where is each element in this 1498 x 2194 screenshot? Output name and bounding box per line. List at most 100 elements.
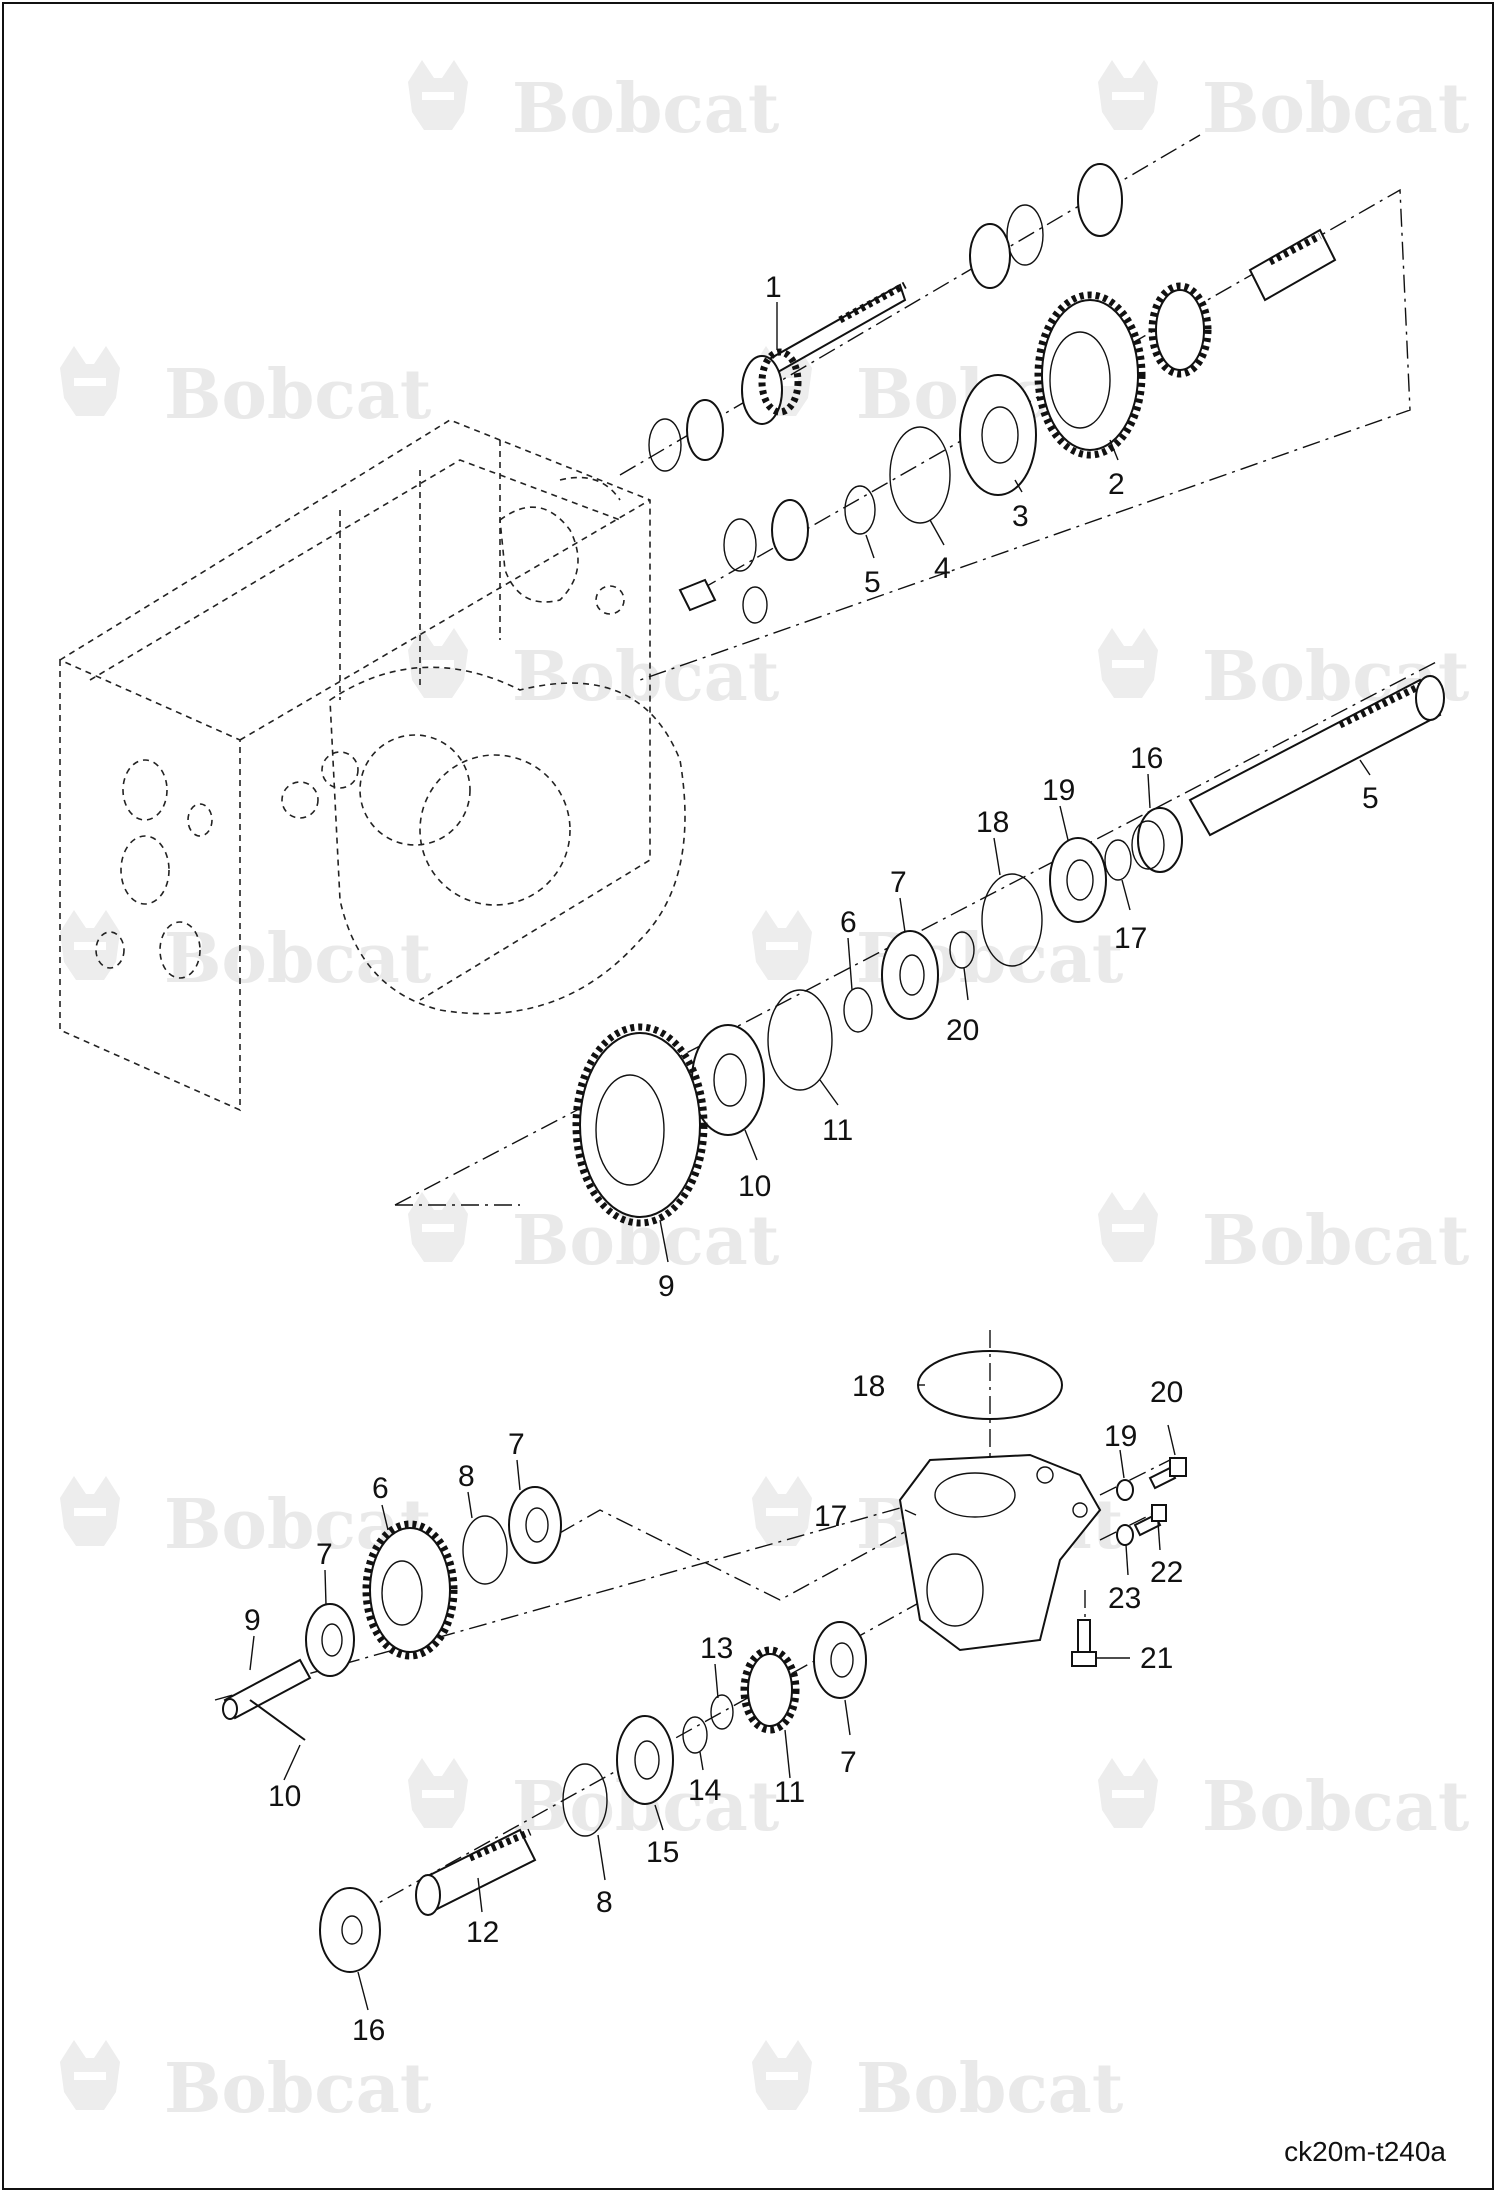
housing-bore (926, 1553, 984, 1627)
housing-hole (1072, 1502, 1088, 1518)
callout-9: 9 (658, 1270, 675, 1303)
snap-ring (723, 518, 757, 572)
part-21-bolt (1077, 1619, 1091, 1655)
part-20-bolt (1148, 1466, 1177, 1490)
callout-23: 23 (1108, 1582, 1141, 1615)
bobcat-head-logo-icon (60, 910, 120, 980)
bobcat-head-logo-icon (1098, 60, 1158, 130)
callout-20: 20 (946, 1014, 979, 1047)
callout-15: 15 (646, 1836, 679, 1869)
callout-4: 4 (934, 552, 951, 585)
part-19-bearing (1049, 837, 1107, 923)
bobcat-head-logo-icon (1098, 1758, 1158, 1828)
callout-13: 13 (700, 1632, 733, 1665)
watermark-text: Bobcat (164, 2049, 432, 2129)
part-7-bearing (881, 930, 939, 1020)
bobcat-head-logo-icon (60, 1476, 120, 1546)
part-2-bore (1049, 331, 1111, 429)
callout-19-lower: 19 (1104, 1420, 1137, 1453)
spline-shaft-end (1248, 228, 1337, 302)
callout-17-lower: 17 (814, 1500, 847, 1533)
callout-7-right: 7 (840, 1746, 857, 1779)
part-9-gear (579, 1032, 701, 1218)
callout-14: 14 (688, 1774, 721, 1807)
bobcat-head-logo-icon (1098, 628, 1158, 698)
part-11-teeth (740, 1646, 800, 1734)
drawing-code: ck20m-t240a (1284, 2136, 1446, 2167)
callout-20-lower: 20 (1150, 1376, 1183, 1409)
callout-12: 12 (466, 1916, 499, 1949)
bobcat-head-logo-icon (408, 1758, 468, 1828)
callout-22: 22 (1150, 1556, 1183, 1589)
callout-6-lower: 6 (372, 1472, 389, 1505)
bearing-cup (1077, 163, 1123, 237)
coupler-teeth (1148, 282, 1212, 378)
part-11-gear (747, 1653, 793, 1727)
callout-1: 1 (765, 271, 782, 304)
watermark-logo: Bobcat (60, 910, 432, 999)
shaft-end (415, 1874, 441, 1916)
shaft-splines (1338, 682, 1422, 729)
part-17-housing (898, 1453, 1102, 1652)
watermark-logo: Bobcat (408, 628, 780, 717)
watermark-logo: Bobcat (408, 60, 780, 149)
part-19-washer (1116, 1479, 1134, 1501)
part-3-bearing (959, 374, 1037, 496)
callout-9-lower: 9 (244, 1604, 261, 1637)
part-20-ring (949, 931, 975, 969)
callout-2: 2 (1108, 468, 1125, 501)
watermark-logo: Bobcat (60, 2040, 432, 2129)
part-11-snap-ring (767, 989, 833, 1091)
callout-5-upper: 5 (864, 566, 881, 599)
bearing (969, 223, 1011, 289)
bearing-bore (830, 1642, 854, 1678)
callout-19: 19 (1042, 774, 1075, 807)
part-9-teeth (572, 1023, 708, 1227)
watermark-text: Bobcat (164, 355, 432, 435)
part-7-bore (899, 954, 925, 996)
part-7-bearing-lower (813, 1621, 867, 1699)
bobcat-head-logo-icon (408, 628, 468, 698)
callout-3: 3 (1012, 500, 1029, 533)
bobcat-head-logo-icon (60, 346, 120, 416)
part-7-bearing-left (305, 1603, 355, 1677)
part-18-snap-ring (981, 873, 1043, 967)
part-10-rod (249, 1699, 306, 1741)
part-19-bore (1066, 859, 1094, 901)
part-6-ring (843, 987, 873, 1033)
part-10-bore (713, 1053, 747, 1107)
bobcat-head-logo-icon (408, 60, 468, 130)
lower-gearbox-group (222, 1350, 1187, 1973)
callout-11: 11 (822, 1114, 853, 1147)
watermark-logo: Bobcat (1098, 60, 1470, 149)
part-16-bore (1131, 820, 1165, 870)
watermark-text: Bobcat (164, 919, 432, 999)
watermark-text: Bobcat (1202, 1201, 1470, 1281)
callouts-upper: 1 2 3 4 5 5 6 7 9 10 11 16 17 18 19 20 (658, 271, 1379, 1303)
part-2-gear (1041, 299, 1139, 451)
bearing-bore (525, 1507, 549, 1543)
callout-16-lower: 16 (352, 2014, 385, 2047)
bearing (686, 399, 724, 461)
part-15-bearing (616, 1715, 674, 1805)
part-1-teeth (758, 348, 802, 416)
snap-ring (742, 586, 768, 624)
bobcat-head-logo-icon (60, 2040, 120, 2110)
axis-line (394, 659, 1441, 1206)
pin-end (222, 1698, 238, 1720)
part-16-sleeve (1137, 807, 1183, 873)
callout-18-lower: 18 (852, 1370, 885, 1403)
bearing-bore (634, 1740, 660, 1780)
bobcat-head-logo-icon (408, 1192, 468, 1262)
bobcat-head-logo-icon (1098, 1192, 1158, 1262)
part-23-washer (1116, 1524, 1134, 1546)
callout-8-upper: 8 (458, 1460, 475, 1493)
callout-11-lower: 11 (774, 1776, 805, 1809)
spline-teeth (1268, 232, 1322, 266)
part-5-circlip (844, 485, 876, 535)
washer-hole (341, 1915, 363, 1945)
callout-21: 21 (1140, 1642, 1173, 1675)
watermark-text: Bobcat (512, 637, 780, 717)
callout-6: 6 (840, 906, 857, 939)
